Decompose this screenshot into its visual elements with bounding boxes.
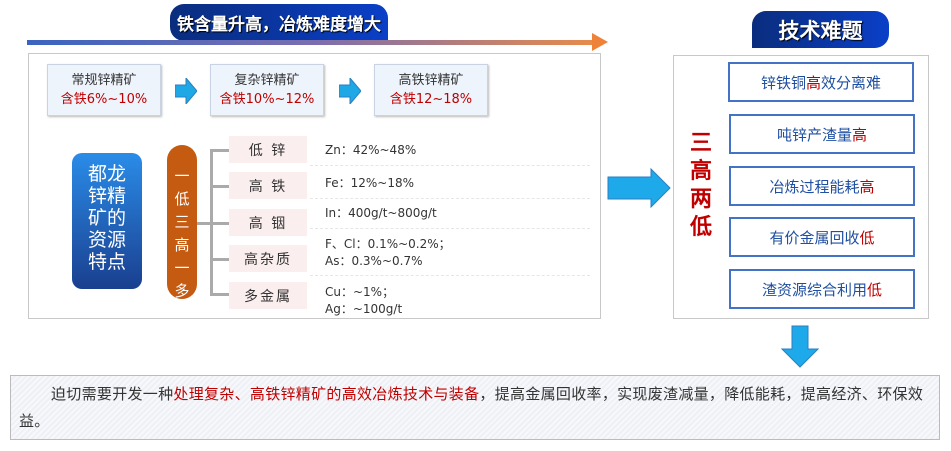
trend-arrow-line (27, 40, 597, 45)
feature-value: F、Cl：0.1%~0.2%； As：0.3%~0.7% (325, 236, 451, 270)
arrow-right-icon (175, 78, 197, 104)
ore-name: 复杂锌精矿 (234, 73, 300, 88)
problem-highlight: 低 (867, 280, 883, 299)
problem-text: 效分离难 (821, 73, 882, 92)
problem-highlight: 高 (805, 73, 821, 92)
divider (310, 198, 590, 199)
value-line: As：0.3%~0.7% (325, 254, 423, 268)
conclusion-text: 迫切需要开发一种 (51, 385, 174, 403)
value-line: Ag：~100g/t (325, 302, 403, 316)
divider (310, 228, 590, 229)
iron-trend-banner: 铁含量升高，冶炼难度增大 (170, 4, 388, 41)
problem-text: 吨锌产渣量 (776, 125, 852, 144)
feature-value: In：400g/t~800g/t (325, 205, 437, 222)
bracket-connector (197, 222, 211, 225)
bracket-branch (210, 293, 230, 296)
arrow-right-icon (339, 78, 361, 104)
divider (310, 165, 590, 166)
feature-value: Zn：42%~48% (325, 142, 416, 159)
value-line: Cu：~1%； (325, 285, 395, 299)
bracket-branch (210, 149, 230, 152)
problem-highlight: 低 (859, 228, 875, 247)
value-line: F、Cl：0.1%~0.2%； (325, 237, 451, 251)
problem-item: 渣资源综合利用低 (729, 269, 915, 309)
feature-value: Fe：12%~18% (325, 175, 414, 192)
problem-text: 渣资源综合利用 (761, 280, 867, 299)
ore-fe: 含铁12~18% (389, 92, 473, 107)
feature-label: 多金属 (229, 282, 307, 309)
problem-item: 有价金属回收低 (729, 217, 915, 257)
resource-card: 都龙锌精矿的资源特点 (72, 153, 142, 289)
value-line: In：400g/t~800g/t (325, 206, 437, 220)
ore-fe: 含铁6%~10% (60, 92, 148, 107)
ore-box-regular: 常规锌精矿含铁6%~10% (47, 64, 161, 116)
tech-summary: 三高两低 (690, 131, 713, 240)
bracket-branch (210, 258, 230, 261)
ore-name: 常规锌精矿 (71, 73, 137, 88)
divider (310, 275, 590, 276)
problem-item: 冶炼过程能耗高 (729, 166, 915, 206)
value-line: Zn：42%~48% (325, 143, 417, 157)
feature-label: 高杂质 (229, 245, 307, 272)
ore-box-high-iron: 高铁锌精矿含铁12~18% (374, 64, 488, 116)
ore-name: 高铁锌精矿 (398, 73, 464, 88)
feature-label: 低 锌 (229, 136, 307, 163)
problem-highlight: 高 (852, 125, 868, 144)
problem-highlight: 高 (859, 177, 875, 196)
big-arrow-right-icon (607, 168, 671, 208)
feature-label: 高 铟 (229, 209, 307, 236)
bracket-branch (210, 185, 230, 188)
value-line: Fe：12%~18% (325, 176, 415, 190)
conclusion-box: 迫切需要开发一种处理复杂、高铁锌精矿的高效冶炼技术与装备，提高金属回收率，实现废… (10, 375, 940, 440)
feature-value: Cu：~1%； Ag：~100g/t (325, 284, 402, 318)
conclusion-text: ，提高金属回收率，实现废渣减量，降低能耗，提高经济、环保效益。 (19, 385, 924, 430)
feature-label: 高 铁 (229, 172, 307, 199)
conclusion-highlight: 处理复杂、高铁锌精矿的高效冶炼技术与装备 (173, 385, 480, 403)
summary-pill: 一低三高一多 (167, 145, 197, 300)
bracket-branch (210, 222, 230, 225)
problem-text: 锌铁铜 (760, 73, 806, 92)
problem-item: 吨锌产渣量高 (729, 114, 915, 154)
ore-fe: 含铁10%~12% (219, 92, 315, 107)
problem-text: 有价金属回收 (769, 228, 860, 247)
tech-problems-banner: 技术难题 (752, 11, 889, 48)
arrow-down-icon (781, 325, 819, 368)
trend-arrow-head (592, 33, 608, 51)
ore-box-complex: 复杂锌精矿含铁10%~12% (210, 64, 324, 116)
problem-item: 锌铁铜高效分离难 (728, 62, 914, 102)
problem-text: 冶炼过程能耗 (769, 177, 860, 196)
